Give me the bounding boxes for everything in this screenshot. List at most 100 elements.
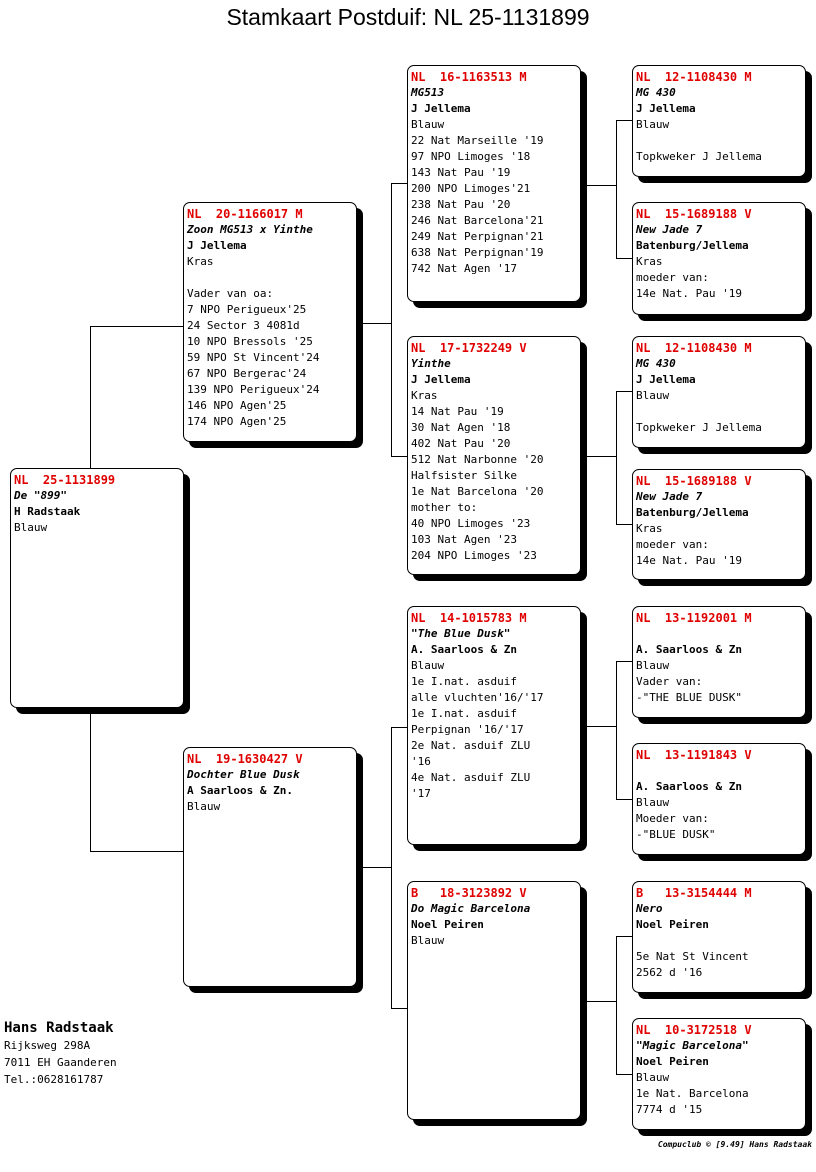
breeder-name: Noel Peiren <box>411 918 484 931</box>
owner-phone: Tel.:0628161787 <box>4 1073 104 1086</box>
pigeon-card-sire-sire-dam[interactable]: NL 15-1689188 V New Jade 7 Batenburg/Jelle… <box>632 202 806 315</box>
connector-line <box>616 258 632 259</box>
info-line: 59 NPO St Vincent'24 <box>187 351 320 364</box>
ring-number: NL 25-1131899 <box>14 473 116 487</box>
info-line: Blauw <box>636 118 670 131</box>
info-line: Topkweker J Jellema <box>636 150 762 163</box>
connector-line <box>391 456 407 457</box>
breeder-name: J Jellema <box>411 102 471 115</box>
info-line: 4e Nat. asduif ZLU <box>411 771 531 784</box>
connector-line <box>581 185 616 186</box>
breeder-name: A Saarloos & Zn. <box>187 784 293 797</box>
info-line: Vader van: <box>636 675 703 688</box>
pigeon-card-dam-sire[interactable]: NL 14-1015783 M"The Blue Dusk"A. Saarloo… <box>407 606 581 845</box>
connector-line <box>391 727 407 728</box>
info-line: Vader van oa: <box>187 287 274 300</box>
pigeon-name: New Jade 7 <box>636 223 703 236</box>
info-line: Topkweker J Jellema <box>636 421 762 434</box>
breeder-name: J Jellema <box>411 373 471 386</box>
connector-line <box>616 799 632 800</box>
footer-credit: Compuclub © [9.49] Hans Radstaak <box>657 1140 812 1149</box>
pigeon-name: MG 430 <box>636 357 676 370</box>
info-line: Blauw <box>411 118 445 131</box>
info-line: 742 Nat Agen '17 <box>411 262 517 275</box>
info-line: Blauw <box>187 800 221 813</box>
page-title: Stamkaart Postduif: NL 25-1131899 <box>226 4 590 30</box>
pigeon-name: New Jade 7 <box>636 490 703 503</box>
info-line: Blauw <box>411 659 445 672</box>
info-line: 246 Nat Barcelona'21 <box>411 214 544 227</box>
info-line: 1e Nat Barcelona '20 <box>411 485 544 498</box>
info-line: 249 Nat Perpignan'21 <box>411 230 544 243</box>
info-line: '16 <box>411 755 431 768</box>
connector-line <box>391 727 392 1009</box>
connector-line <box>90 326 91 468</box>
breeder-name: J Jellema <box>187 239 247 252</box>
info-line: 24 Sector 3 4081d <box>187 319 300 332</box>
pigeon-name: De "899" <box>14 489 67 502</box>
info-line: 1e I.nat. asduif <box>411 707 517 720</box>
info-line <box>636 933 802 949</box>
breeder-name: A. Saarloos & Zn <box>636 780 742 793</box>
info-line: 97 NPO Limoges '18 <box>411 150 531 163</box>
info-line: Blauw <box>14 521 48 534</box>
pigeon-name: Dochter Blue Dusk <box>187 768 300 781</box>
connector-line <box>616 120 617 258</box>
info-line: '17 <box>411 787 431 800</box>
pigeon-card-dam-dam-dam[interactable]: NL 10-3172518 V"Magic Barcelona"Noel Pei… <box>632 1018 806 1130</box>
info-line <box>636 404 802 420</box>
breeder-name: A. Saarloos & Zn <box>636 643 742 656</box>
info-line: moeder van: <box>636 538 709 551</box>
breeder-name: J Jellema <box>636 373 696 386</box>
info-line <box>187 270 353 286</box>
pigeon-name: "Magic Barcelona" <box>636 1039 749 1052</box>
connector-line <box>90 708 91 851</box>
info-line: 2e Nat. asduif ZLU <box>411 739 531 752</box>
breeder-name: Noel Peiren <box>636 918 709 931</box>
pigeon-name: MG513 <box>411 86 445 99</box>
info-line: 512 Nat Narbonne '20 <box>411 453 544 466</box>
ring-number: B 18-3123892 V <box>411 886 527 900</box>
info-line: Kras <box>411 389 438 402</box>
info-line: 22 Nat Marseille '19 <box>411 134 544 147</box>
info-line: alle vluchten'16/'17 <box>411 691 544 704</box>
info-line: 146 NPO Agen'25 <box>187 399 287 412</box>
ring-number: NL 15-1689188 V <box>636 207 752 221</box>
ring-number: NL 13-1191843 V <box>636 748 752 762</box>
info-line: -"THE BLUE DUSK" <box>636 691 742 704</box>
ring-number: NL 20-1166017 M <box>187 207 303 221</box>
ring-number: NL 12-1108430 M <box>636 341 752 355</box>
pigeon-name: Nero <box>636 902 663 915</box>
pigeon-name: Do Magic Barcelona <box>411 902 531 915</box>
connector-line <box>90 851 183 852</box>
info-line: Kras <box>636 522 663 535</box>
connector-line <box>391 183 407 184</box>
info-line: 14e Nat. Pau '19 <box>636 287 742 300</box>
ring-number: B 13-3154444 M <box>636 886 752 900</box>
connector-line <box>581 1001 616 1002</box>
connector-line <box>616 120 632 121</box>
owner-address-2: 7011 EH Gaanderen <box>4 1056 117 1069</box>
info-line: 103 Nat Agen '23 <box>411 533 517 546</box>
connector-line <box>391 183 392 457</box>
info-line: 2562 d '16 <box>636 966 703 979</box>
info-line <box>636 133 802 149</box>
info-line: Blauw <box>636 796 670 809</box>
info-line: -"BLUE DUSK" <box>636 828 716 841</box>
info-line: Blauw <box>636 1071 670 1084</box>
breeder-name: Batenburg/Jellema <box>636 239 749 252</box>
info-line: Kras <box>187 255 214 268</box>
